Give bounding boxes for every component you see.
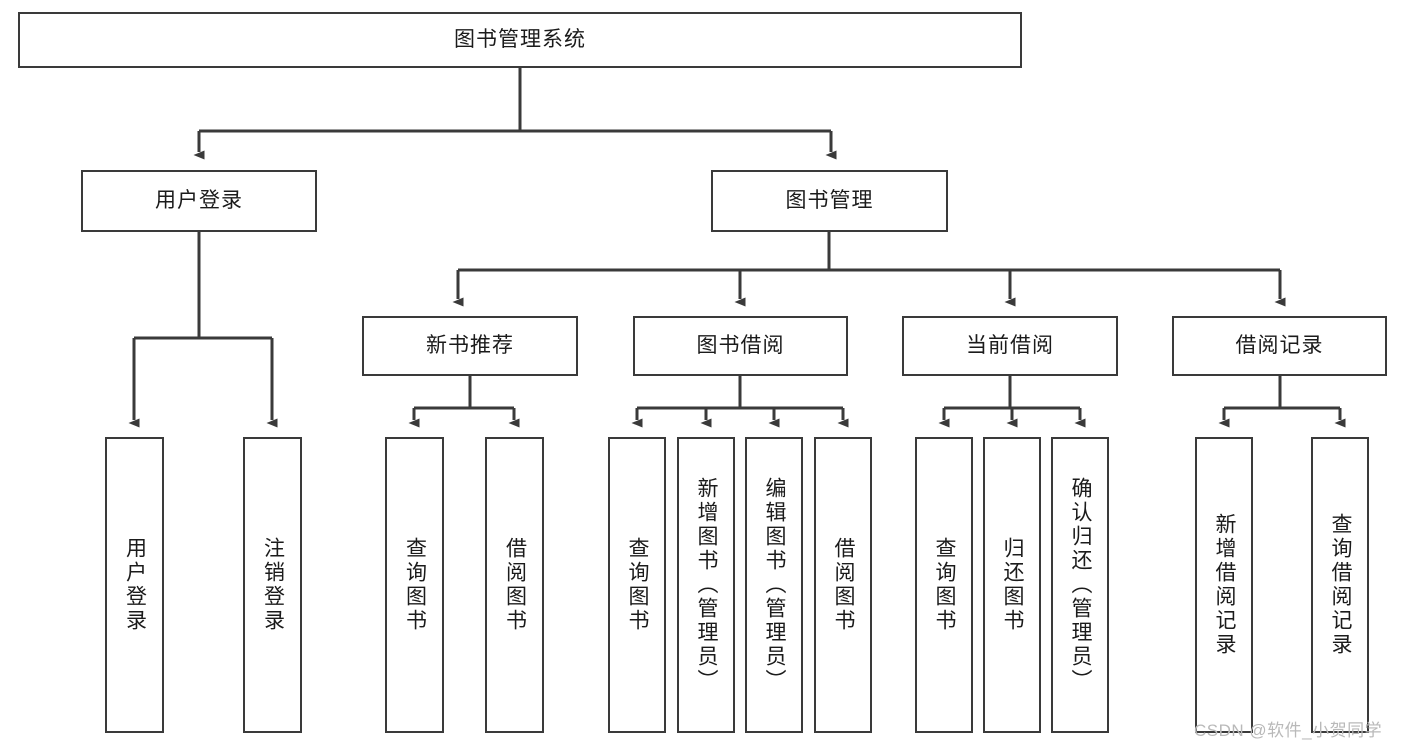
node-level3-2[interactable]: 图书借阅 (633, 316, 848, 376)
node-label: 新增借阅记录 (1213, 513, 1237, 657)
node-leaf-5[interactable]: 查询图书 (608, 437, 666, 733)
node-leaf-2[interactable]: 注销登录 (243, 437, 302, 733)
node-label: 图书管理 (785, 189, 874, 213)
node-label: 编辑图书（管理员） (763, 477, 787, 693)
node-level3-4[interactable]: 借阅记录 (1172, 316, 1387, 376)
node-label: 查询借阅记录 (1329, 513, 1353, 657)
node-level3-3[interactable]: 当前借阅 (902, 316, 1118, 376)
node-label: 借阅图书 (832, 537, 856, 633)
node-label: 用户登录 (123, 537, 147, 633)
node-label: 当前借阅 (966, 334, 1054, 358)
node-leaf-3[interactable]: 查询图书 (385, 437, 444, 733)
node-label: 确认归还（管理员） (1069, 477, 1093, 693)
node-leaf-9[interactable]: 查询图书 (915, 437, 973, 733)
node-level2-1[interactable]: 用户登录 (81, 170, 317, 232)
node-leaf-7[interactable]: 编辑图书（管理员） (745, 437, 803, 733)
node-leaf-10[interactable]: 归还图书 (983, 437, 1041, 733)
node-leaf-8[interactable]: 借阅图书 (814, 437, 872, 733)
node-label: 查询图书 (626, 537, 650, 633)
node-label: 用户登录 (155, 189, 243, 213)
node-level2-2[interactable]: 图书管理 (711, 170, 948, 232)
node-leaf-11[interactable]: 确认归还（管理员） (1051, 437, 1109, 733)
node-level3-1[interactable]: 新书推荐 (362, 316, 578, 376)
csdn-watermark: CSDN @软件_小贺同学 (1194, 721, 1383, 740)
node-label: 图书借阅 (696, 334, 785, 358)
node-label: 查询图书 (403, 537, 427, 633)
node-leaf-12[interactable]: 新增借阅记录 (1195, 437, 1253, 733)
node-leaf-13[interactable]: 查询借阅记录 (1311, 437, 1369, 733)
node-label: 图书管理系统 (454, 28, 586, 52)
node-leaf-6[interactable]: 新增图书（管理员） (677, 437, 735, 733)
node-label: 注销登录 (261, 537, 285, 633)
node-label: 借阅图书 (503, 537, 527, 633)
node-label: 借阅记录 (1235, 334, 1324, 358)
node-label: 查询图书 (933, 537, 957, 633)
node-leaf-4[interactable]: 借阅图书 (485, 437, 544, 733)
node-label: 归还图书 (1001, 537, 1025, 633)
node-root[interactable]: 图书管理系统 (18, 12, 1022, 68)
node-label: 新书推荐 (426, 334, 514, 358)
node-leaf-1[interactable]: 用户登录 (105, 437, 164, 733)
node-label: 新增图书（管理员） (695, 477, 719, 693)
